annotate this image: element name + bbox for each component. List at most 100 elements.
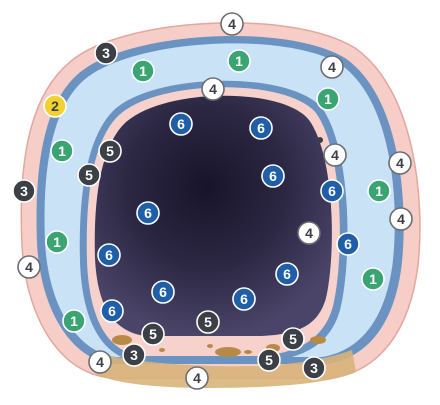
label-number: 5 bbox=[204, 314, 212, 330]
label-marker-1: 1 bbox=[367, 179, 391, 203]
sediment-clump bbox=[244, 350, 252, 354]
label-badge bbox=[201, 77, 225, 101]
label-number: 5 bbox=[106, 143, 114, 159]
label-number: 1 bbox=[324, 91, 332, 107]
label-badge bbox=[97, 243, 121, 267]
small-granule bbox=[317, 137, 323, 143]
label-number: 6 bbox=[144, 205, 152, 221]
label-badge bbox=[261, 164, 285, 188]
label-marker-6: 6 bbox=[275, 262, 299, 286]
label-number: 6 bbox=[257, 120, 265, 136]
label-marker-1: 1 bbox=[50, 139, 74, 163]
label-marker-5: 5 bbox=[257, 348, 281, 372]
label-marker-4: 4 bbox=[323, 143, 347, 167]
label-badge bbox=[323, 143, 347, 167]
label-marker-1: 1 bbox=[62, 309, 86, 333]
label-badge bbox=[136, 201, 160, 225]
label-badge bbox=[17, 255, 41, 279]
label-marker-1: 1 bbox=[131, 59, 155, 83]
label-marker-6: 6 bbox=[261, 164, 285, 188]
label-marker-1: 1 bbox=[227, 49, 251, 73]
label-badge bbox=[50, 139, 74, 163]
label-number: 4 bbox=[328, 59, 336, 75]
label-number: 1 bbox=[235, 53, 243, 69]
label-badge bbox=[131, 59, 155, 83]
label-badge bbox=[122, 343, 146, 367]
label-number: 4 bbox=[96, 354, 104, 370]
label-number: 1 bbox=[369, 271, 377, 287]
label-badge bbox=[302, 356, 326, 380]
label-number: 5 bbox=[85, 167, 93, 183]
label-number: 4 bbox=[305, 225, 313, 241]
label-marker-6: 6 bbox=[336, 232, 360, 256]
label-badge bbox=[45, 230, 69, 254]
label-marker-5: 5 bbox=[141, 322, 165, 346]
label-number: 5 bbox=[265, 352, 273, 368]
sediment-clump bbox=[215, 347, 241, 357]
label-marker-3: 3 bbox=[122, 343, 146, 367]
central-cavity bbox=[94, 95, 332, 336]
label-number: 1 bbox=[375, 183, 383, 199]
label-badge bbox=[388, 151, 412, 175]
label-badge bbox=[320, 55, 344, 79]
sediment-layer bbox=[92, 350, 356, 388]
label-number: 4 bbox=[396, 155, 404, 171]
label-badge bbox=[232, 287, 256, 311]
label-marker-6: 6 bbox=[320, 179, 344, 203]
label-number: 4 bbox=[228, 16, 236, 32]
label-marker-4: 4 bbox=[389, 207, 413, 231]
label-number: 6 bbox=[108, 303, 116, 319]
label-number: 6 bbox=[105, 247, 113, 263]
label-badge bbox=[220, 12, 244, 36]
label-badge bbox=[196, 310, 220, 334]
label-marker-1: 1 bbox=[45, 230, 69, 254]
label-marker-5: 5 bbox=[281, 327, 305, 351]
label-marker-5: 5 bbox=[196, 310, 220, 334]
label-badge bbox=[281, 327, 305, 351]
label-marker-4: 4 bbox=[185, 366, 209, 390]
label-number: 6 bbox=[159, 284, 167, 300]
label-marker-4: 4 bbox=[17, 255, 41, 279]
label-marker-4: 4 bbox=[297, 221, 321, 245]
label-badge bbox=[336, 232, 360, 256]
label-badge bbox=[361, 267, 385, 291]
label-number: 4 bbox=[209, 81, 217, 97]
label-marker-4: 4 bbox=[88, 350, 112, 374]
label-marker-1: 1 bbox=[316, 87, 340, 111]
label-number: 1 bbox=[70, 313, 78, 329]
label-badge bbox=[88, 350, 112, 374]
label-marker-6: 6 bbox=[232, 287, 256, 311]
label-number: 1 bbox=[53, 234, 61, 250]
sediment-clump bbox=[159, 348, 165, 352]
label-badge bbox=[316, 87, 340, 111]
label-badge bbox=[320, 179, 344, 203]
label-badge bbox=[185, 366, 209, 390]
label-number: 3 bbox=[102, 45, 110, 61]
label-badge bbox=[297, 221, 321, 245]
label-number: 4 bbox=[331, 147, 339, 163]
label-marker-1: 1 bbox=[361, 267, 385, 291]
sediment-clump bbox=[207, 344, 213, 348]
label-badge bbox=[257, 348, 281, 372]
label-marker-3: 3 bbox=[94, 41, 118, 65]
label-marker-4: 4 bbox=[388, 151, 412, 175]
label-number: 4 bbox=[397, 211, 405, 227]
label-badge bbox=[62, 309, 86, 333]
label-number: 3 bbox=[310, 360, 318, 376]
label-number: 4 bbox=[193, 370, 201, 386]
label-marker-6: 6 bbox=[151, 280, 175, 304]
label-number: 3 bbox=[20, 183, 28, 199]
label-number: 6 bbox=[328, 183, 336, 199]
label-marker-3: 3 bbox=[12, 179, 36, 203]
label-marker-6: 6 bbox=[136, 201, 160, 225]
label-number: 2 bbox=[51, 98, 59, 114]
label-badge bbox=[77, 163, 101, 187]
label-number: 1 bbox=[139, 63, 147, 79]
label-marker-4: 4 bbox=[320, 55, 344, 79]
label-marker-4: 4 bbox=[201, 77, 225, 101]
label-number: 6 bbox=[283, 266, 291, 282]
label-badge bbox=[367, 179, 391, 203]
label-number: 6 bbox=[177, 116, 185, 132]
label-marker-6: 6 bbox=[249, 116, 273, 140]
